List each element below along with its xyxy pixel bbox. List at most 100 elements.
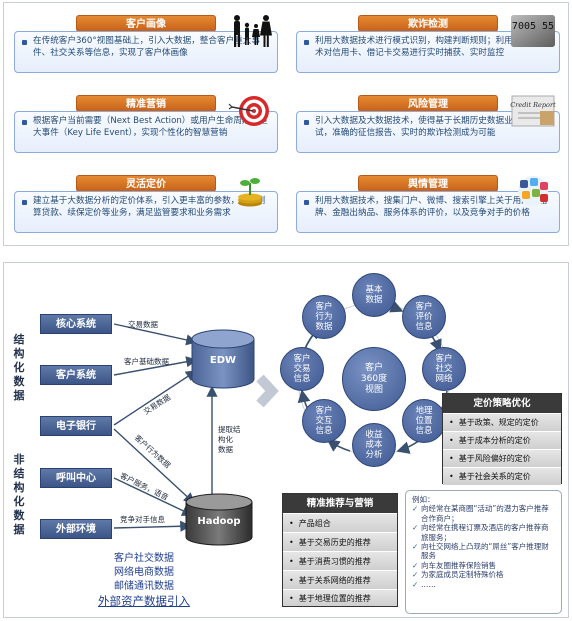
pricing-row: 基于风险偏好的定价: [443, 449, 561, 467]
ring-node-geo-location: 地理位置信息: [402, 399, 446, 443]
card-title: 客户画像: [76, 15, 216, 32]
node-line: 数据: [365, 295, 383, 305]
center-line: 360度: [360, 373, 388, 384]
example-item: ……: [412, 580, 555, 590]
edge-label-customer-edw: 客户基础数据: [124, 357, 169, 366]
example-item: 向经常在某商圈“活动”的潜力客户推荐合作商户；: [412, 504, 555, 523]
node-line: 地理: [415, 406, 433, 416]
examples-box: 例如： 向经常在某商圈“活动”的潜力客户推荐合作商户； 向经常在携程订票及酒店的…: [405, 490, 562, 614]
ring-node-behavior: 客户行为数据: [302, 295, 346, 339]
pricing-row: 基于社会关系的定价: [443, 467, 561, 485]
source-external-env: 外部环境: [40, 519, 112, 539]
node-line: 客户: [293, 354, 311, 364]
marketing-row: 基于地理位置的推荐: [283, 589, 397, 606]
card-title: 风险管理: [358, 95, 498, 112]
precision-marketing-table: 精准推荐与营销 产品组合 基于交易历史的推荐 基于消费习惯的推荐 基于关系网络的…: [282, 493, 398, 607]
ring-node-revenue-cost: 收益成本分析: [352, 423, 396, 467]
card-public-opinion: 舆情管理 利用大数据技术，搜集门户、微博、搜索引擎上关于用户产品牌、金融出纳品、…: [296, 173, 560, 235]
node-line: 信息: [415, 322, 433, 332]
card-precision-marketing: 精准营销 根据客户当前需要（Next Best Action）或用户生命周期的重…: [14, 93, 278, 155]
ring-node-transactions: 客户交易信息: [280, 347, 324, 391]
example-item: 向车友圈推荐保险销售: [412, 561, 555, 571]
card-risk-management: 风险管理 引入大数据及大数据技术，使得基于长期历史数据业务压力测试，准确的征信报…: [296, 93, 560, 155]
card-title: 欺诈检测: [358, 15, 498, 32]
edw-database-icon: [191, 329, 255, 389]
card-number-text: 7005 55: [512, 21, 554, 32]
node-line: 客户: [415, 302, 433, 312]
source-core-system: 核心系统: [40, 314, 112, 334]
label-char: 据: [13, 523, 25, 536]
credit-report-text: Credit Report: [510, 101, 556, 109]
ring-node-interaction: 客户交互信息: [302, 399, 346, 443]
node-line: 网络: [435, 374, 453, 384]
node-line: 客户: [315, 302, 333, 312]
node-line: 数据: [315, 322, 333, 332]
marketing-table-title: 精准推荐与营销: [283, 494, 397, 513]
label-char: 化: [13, 361, 25, 374]
source-call-center: 呼叫中心: [40, 468, 112, 488]
pricing-row: 基于成本分析的定价: [443, 431, 561, 449]
node-line: 客户: [435, 354, 453, 364]
center-line: 视图: [364, 384, 383, 395]
center-line: 客户: [364, 362, 383, 373]
label-char: 构: [13, 347, 25, 360]
label-char: 数: [13, 375, 25, 388]
unstructured-data-label: 非 结 构 化 数 据: [12, 453, 26, 537]
pricing-table-title: 定价策略优化: [443, 394, 561, 413]
marketing-row: 基于关系网络的推荐: [283, 570, 397, 589]
node-line: 交易: [293, 364, 311, 374]
card-title: 灵活定价: [76, 175, 216, 192]
node-line: 信息: [415, 426, 433, 436]
card-flexible-pricing: 灵活定价 建立基于大数据分析的定价体系，引入更丰富的参数，灵活测算贷款、续保定价…: [14, 173, 278, 235]
examples-title: 例如：: [412, 495, 435, 504]
structured-data-label: 结 构 化 数 据: [12, 333, 26, 403]
example-item: 向经常在携程订票及酒店的客户推荐商旅服务；: [412, 523, 555, 542]
node-line: 行为: [315, 312, 333, 322]
edge-label-core-edw: 交易数据: [128, 320, 158, 329]
family-silhouette-icon: [234, 15, 272, 47]
edge-label-line: 构化: [218, 435, 233, 444]
node-line: 位置: [415, 416, 433, 426]
card-title: 精准营销: [76, 95, 216, 112]
label-char: 数: [13, 509, 25, 522]
marketing-row: 基于交易历史的推荐: [283, 532, 397, 551]
external-data-title: 外部资产数据引入: [98, 594, 190, 608]
source-customer-system: 客户系统: [40, 365, 112, 385]
credit-card-photo-icon: 7005 55: [511, 15, 555, 47]
marketing-row: 产品组合: [283, 513, 397, 532]
node-line: 社交: [435, 364, 453, 374]
node-line: 收益: [365, 430, 383, 440]
label-char: 化: [13, 495, 25, 508]
pricing-strategy-table: 定价策略优化 基于政策、规定的定价 基于成本分析的定价 基于风险偏好的定价 基于…: [442, 393, 562, 485]
label-char: 据: [13, 389, 25, 402]
example-item: 向社交网络上凸现的“屌丝”客户推理财服务: [412, 542, 555, 561]
ring-node-basic-data: 基本数据: [352, 273, 396, 317]
use-case-panel: 客户画像 在传统客户360°视图基础上，引入大数据，整合客户重大事件、社交关系等…: [3, 2, 569, 246]
edge-label-line: 提取结: [218, 425, 241, 434]
source-e-banking: 电子银行: [40, 416, 112, 436]
card-title: 舆情管理: [358, 175, 498, 192]
card-text: 根据客户当前需要（Next Best Action）或用户生命周期的重大事件（K…: [14, 111, 278, 153]
example-item: 为家庭成员定制特殊价格: [412, 570, 555, 580]
node-line: 成本: [365, 440, 383, 450]
card-text: 建立基于大数据分析的定价体系，引入更丰富的参数，灵活测算贷款、续保定价等业务，满…: [14, 191, 278, 233]
hadoop-label: Hadoop: [197, 516, 241, 527]
node-line: 评价: [415, 312, 433, 322]
customer-360-view: 客户 360度 视图: [342, 347, 406, 411]
card-fraud-detection: 欺诈检测 利用大数据技术进行模式识别，构建判断规则；利用快数据技术对信用卡、借记…: [296, 13, 560, 75]
ring-node-customer-evaluation: 客户评价信息: [402, 295, 446, 339]
external-data-line: 客户社交数据: [114, 553, 174, 564]
node-line: 客户: [315, 406, 333, 416]
label-char: 构: [13, 481, 25, 494]
edge-label-hadoop-edw: 提取结 构化 数据: [218, 425, 241, 455]
label-char: 非: [13, 453, 25, 466]
data-architecture-diagram: 结 构 化 数 据 非 结 构 化 数 据 核心系统 客户系统 电子银行 呼叫中…: [3, 262, 569, 618]
coins-sprout-icon: [238, 178, 262, 207]
edge-label-line: 数据: [218, 445, 233, 454]
node-line: 信息: [293, 374, 311, 384]
external-data-line: 邮储通讯数据: [114, 581, 174, 592]
ring-node-social-network: 客户社交网络: [422, 347, 466, 391]
pricing-row: 基于政策、规定的定价: [443, 413, 561, 431]
node-line: 分析: [365, 450, 383, 460]
edw-label: EDW: [209, 355, 237, 366]
